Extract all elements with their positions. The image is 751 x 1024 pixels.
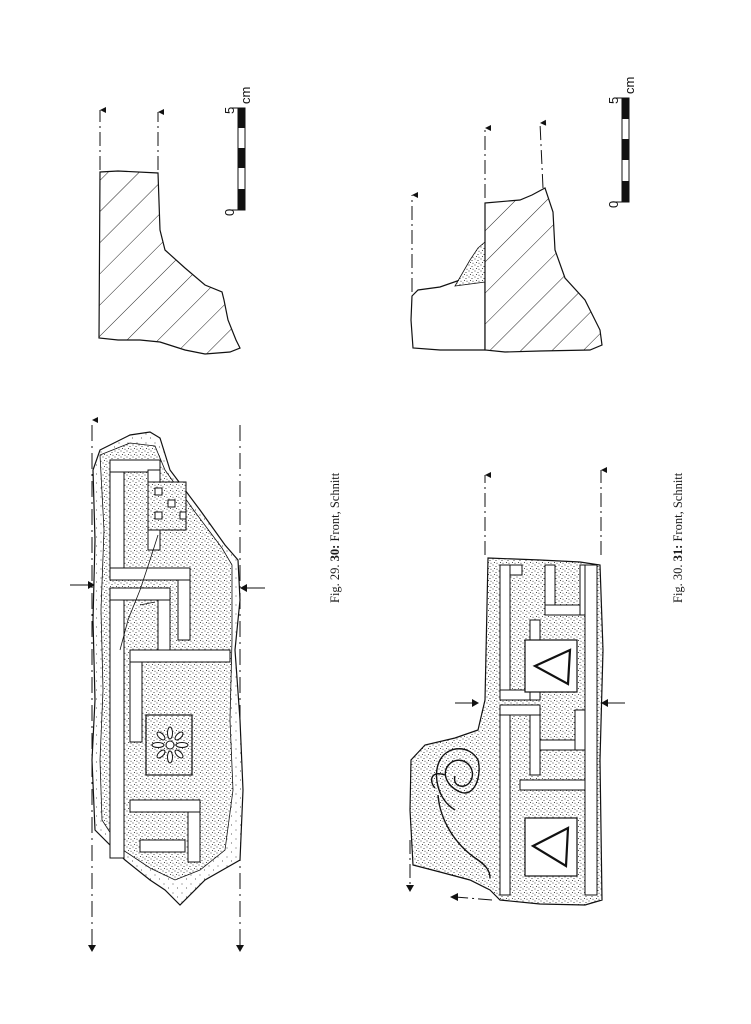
fig29-scale-end-label: 5 xyxy=(222,106,237,114)
fig29-scale-bar xyxy=(231,107,246,211)
fig30-section-drawing xyxy=(410,119,603,353)
fig30-scale-start-label: 0 xyxy=(606,200,621,208)
fig29-caption-text: Front, Schnitt xyxy=(328,472,342,542)
fig30-caption-number: 31: xyxy=(671,544,685,562)
fig30-caption-text: Front, Schnitt xyxy=(671,472,685,542)
fig29-front-drawing xyxy=(70,417,265,952)
fig30-caption-prefix: Fig. 30. xyxy=(671,564,685,603)
fig30-caption: Fig. 30. 31: Front, Schnitt xyxy=(671,473,686,603)
fig30-scale-end-label: 5 xyxy=(606,96,621,104)
fig30-scale-unit-label: cm xyxy=(622,76,637,94)
fig29-scale-start-label: 0 xyxy=(222,208,237,216)
fig30-front-drawing xyxy=(406,467,625,906)
spiral-tendril-ornament xyxy=(430,748,491,879)
fig30-scale-bar xyxy=(615,97,630,203)
fig29-section-drawing xyxy=(98,107,241,355)
fig29-caption-number: 30: xyxy=(328,544,342,562)
fig29-caption-prefix: Fig. 29. xyxy=(328,564,342,603)
rosette-ornament xyxy=(151,726,189,764)
fig29-caption: Fig. 29. 30: Front, Schnitt xyxy=(328,473,343,603)
fig29-scale-unit-label: cm xyxy=(238,86,253,104)
